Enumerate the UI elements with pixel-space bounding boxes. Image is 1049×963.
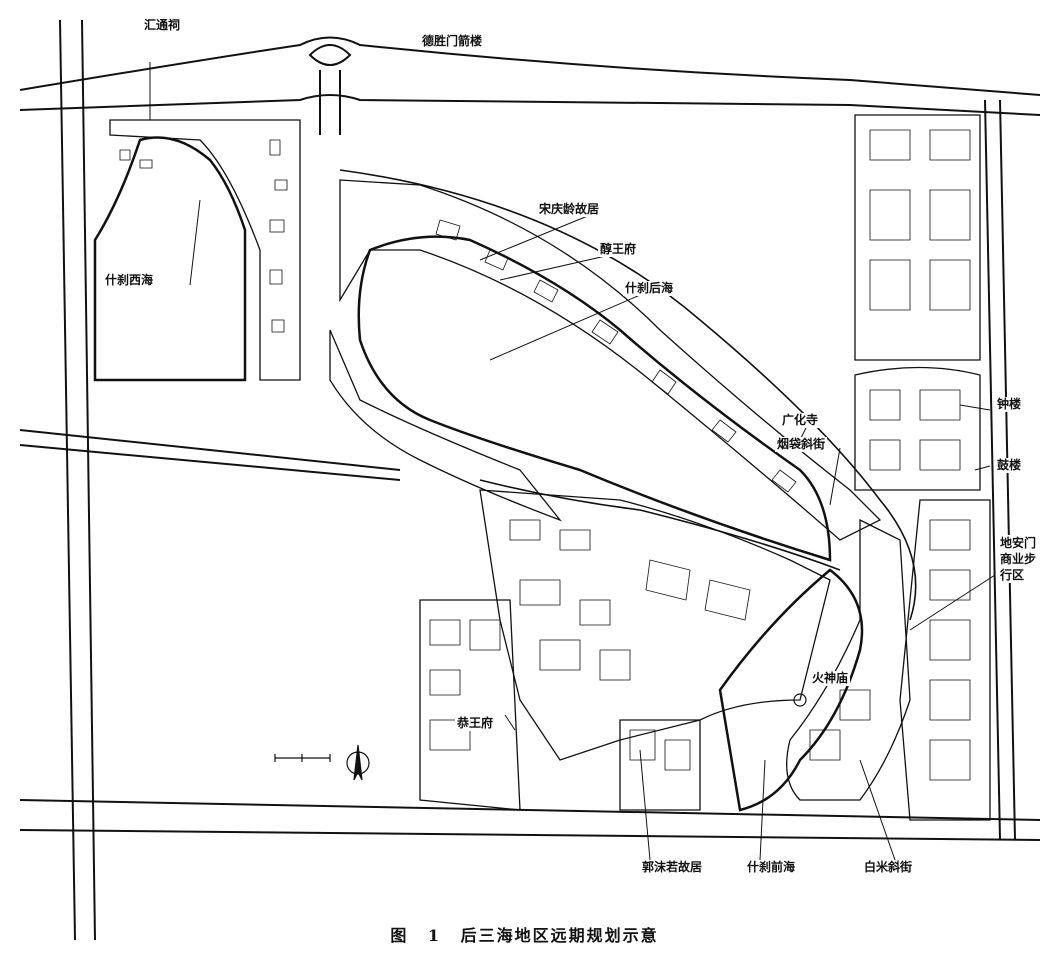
caption-title: 后三海地区远期规划示意 — [460, 926, 659, 945]
qianhai-west-block — [479, 489, 831, 761]
label-yandai: 烟袋斜街 — [775, 437, 828, 452]
label-zhonglou: 钟楼 — [995, 397, 1024, 412]
east-commercial-block — [899, 499, 991, 821]
houhai-north-ring — [339, 179, 882, 541]
middle-road-bottom — [19, 444, 401, 481]
xihai-ring — [109, 119, 301, 381]
drum-bell-block — [854, 366, 981, 491]
north-road-top — [19, 36, 1041, 96]
houhai-lake — [357, 235, 832, 562]
north-road-bottom — [19, 94, 1041, 116]
label-chun: 醇王府 — [598, 242, 639, 257]
desheng-circle — [308, 44, 352, 66]
caption-prefix: 图 — [390, 926, 409, 945]
label-baimi: 白米斜街 — [862, 860, 915, 875]
figure-caption: 图 1 后三海地区远期规划示意 — [0, 922, 1049, 946]
west-road-right — [81, 19, 96, 941]
xihai-lake — [93, 136, 247, 382]
scale-bar-icon — [274, 754, 331, 762]
label-xihai: 什刹西海 — [103, 273, 156, 288]
south-road-top — [19, 799, 1041, 821]
label-huoshen: 火神庙 — [810, 671, 851, 686]
north-arrow-icon — [346, 744, 370, 781]
qianhai-lake — [718, 568, 864, 812]
label-huitong: 汇通祠 — [142, 18, 183, 33]
label-song: 宋庆龄故居 — [537, 202, 602, 217]
west-road-left — [59, 19, 76, 941]
caption-number: 1 — [427, 926, 442, 945]
southwest-block — [419, 599, 521, 811]
label-guo: 郭沫若故居 — [640, 860, 705, 875]
middle-road-top — [19, 429, 401, 471]
lake-ring-road — [339, 169, 917, 621]
houhai-south-ring — [329, 329, 562, 522]
east-road-left — [984, 99, 1001, 841]
label-desheng: 德胜门箭楼 — [420, 34, 485, 49]
label-gong: 恭王府 — [455, 716, 496, 731]
south-road-bottom — [19, 829, 1041, 841]
label-houhai: 什刹后海 — [623, 281, 676, 296]
northeast-block — [854, 114, 981, 361]
label-gulou: 鼓楼 — [995, 458, 1024, 473]
guo-block — [619, 719, 701, 811]
label-guanghua: 广化寺 — [780, 413, 821, 428]
label-dianmen: 地安门商业步行区 — [998, 535, 1046, 583]
road-to-gate — [319, 70, 341, 135]
label-qianhai: 什刹前海 — [745, 860, 798, 875]
